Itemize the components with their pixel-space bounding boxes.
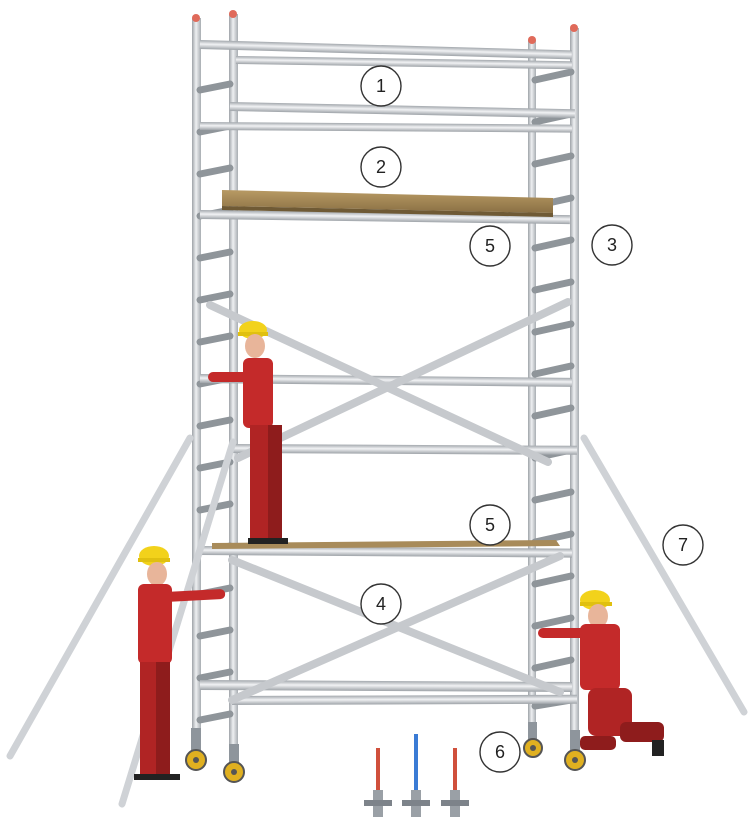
- svg-text:5: 5: [485, 515, 495, 535]
- callout-3: 3: [592, 225, 632, 265]
- caster-wheel-icon: [186, 728, 206, 770]
- caster-wheel-icon: [224, 744, 244, 782]
- svg-text:5: 5: [485, 236, 495, 256]
- caster-wheels: [186, 722, 585, 782]
- svg-text:4: 4: [376, 594, 386, 614]
- adjustable-leg-icon: [402, 734, 430, 817]
- caster-wheel-icon: [565, 730, 585, 770]
- adjustable-legs: [364, 734, 469, 817]
- callout-4: 4: [361, 584, 401, 624]
- right-frame: [528, 28, 579, 748]
- svg-text:2: 2: [376, 157, 386, 177]
- callout-5-lower: 5: [470, 505, 510, 545]
- callout-1: 1: [361, 66, 401, 106]
- callout-5-upper: 5: [470, 226, 510, 266]
- svg-text:7: 7: [678, 535, 688, 555]
- right-ladder-rungs: [535, 72, 571, 706]
- adjustable-leg-icon: [441, 748, 469, 817]
- callout-6: 6: [480, 732, 520, 772]
- left-ladder-rungs: [200, 84, 230, 720]
- worker-figure-icon: [208, 321, 288, 544]
- caster-wheel-icon: [524, 722, 542, 757]
- svg-text:3: 3: [607, 235, 617, 255]
- worker-figure-icon: [134, 546, 225, 780]
- svg-text:6: 6: [495, 742, 505, 762]
- worker-figure-icon: [538, 590, 664, 756]
- adjustable-leg-icon: [364, 748, 392, 817]
- callout-2: 2: [361, 147, 401, 187]
- callout-7: 7: [663, 525, 703, 565]
- svg-text:1: 1: [376, 76, 386, 96]
